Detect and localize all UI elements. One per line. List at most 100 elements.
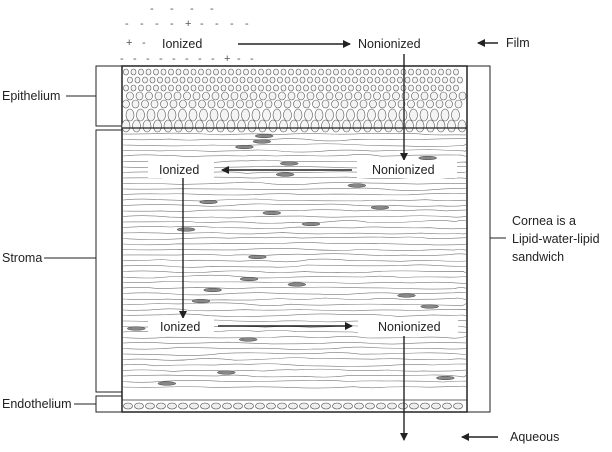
collagen-fiber <box>122 357 467 361</box>
epithelial-cell <box>314 108 324 122</box>
epithelial-cell <box>228 68 234 76</box>
negative-charge-icon: - <box>170 18 174 30</box>
collagen-fiber <box>122 313 467 317</box>
epithelial-cell <box>230 108 240 122</box>
label-ionized-bottom: Ionized <box>160 320 200 334</box>
stroma-fibers <box>122 132 467 389</box>
epithelial-cell <box>142 119 152 133</box>
epithelial-cell <box>344 76 351 84</box>
epithelial-cell <box>420 91 429 101</box>
collagen-fiber <box>122 236 467 240</box>
epithelial-cell <box>426 99 434 109</box>
negative-charge-icon: - <box>237 53 241 65</box>
label-nonionized-bottom: Nonionized <box>378 320 441 334</box>
epithelial-cell <box>287 91 296 101</box>
epithelial-cell <box>370 68 377 76</box>
endothelial-cell <box>420 402 430 410</box>
keratocyte <box>418 155 437 161</box>
epithelial-cell <box>445 84 452 92</box>
epithelial-cell <box>453 68 459 76</box>
keratocyte <box>157 381 177 386</box>
epithelial-cell <box>230 91 239 101</box>
epithelial-cell <box>283 99 292 109</box>
epithelial-cell <box>164 91 172 101</box>
epithelial-cell <box>157 108 166 122</box>
negative-charge-icon: - <box>198 53 202 65</box>
keratocyte <box>254 133 274 139</box>
epithelial-cell <box>250 68 257 76</box>
epithelial-cell <box>374 76 381 84</box>
epithelial-cell <box>216 119 225 133</box>
negative-charge-icon: - <box>125 18 129 30</box>
epithelial-cell <box>258 68 264 76</box>
endothelial-cell <box>244 402 254 410</box>
epithelial-cell <box>394 119 404 133</box>
epithelial-cell <box>273 84 279 92</box>
positive-charge-icon: + <box>126 37 132 49</box>
collagen-fiber <box>122 374 467 378</box>
endothelial-cell <box>134 402 144 410</box>
keratocyte <box>235 144 254 150</box>
epithelial-cell <box>378 68 384 76</box>
epithelial-cell <box>415 119 425 133</box>
negative-charge-icon: - <box>230 18 234 30</box>
endothelial-cell <box>376 402 386 410</box>
epithelial-cell <box>175 84 182 92</box>
epithelial-cell <box>370 84 377 92</box>
keratocyte <box>279 161 299 166</box>
keratocyte <box>203 287 222 293</box>
epithelial-cell <box>397 99 406 109</box>
endothelial-cell <box>332 402 342 410</box>
epithelial-cell <box>142 76 148 84</box>
collagen-fiber <box>122 363 467 367</box>
epithelial-cell <box>130 84 137 92</box>
epithelial-cell <box>226 119 236 133</box>
epithelial-cell <box>202 76 208 84</box>
epithelial-cell <box>154 91 163 101</box>
epithelial-cell <box>190 84 197 92</box>
collagen-fiber <box>122 253 467 256</box>
endothelium-cells <box>122 399 467 410</box>
epithelial-cell <box>337 76 343 84</box>
endothelial-cell <box>321 402 331 410</box>
label-cornea-line1: Cornea is a <box>512 214 576 228</box>
epithelial-cell <box>318 84 324 92</box>
epithelial-cell <box>415 68 422 76</box>
endothelial-cell <box>354 402 364 410</box>
epithelial-cell <box>409 108 418 122</box>
epithelial-cell <box>240 91 248 101</box>
epithelial-cell <box>272 108 282 122</box>
epithelial-cell <box>220 68 227 76</box>
epithelial-cell <box>284 76 291 84</box>
positive-charge-icon: + <box>185 18 191 30</box>
epithelial-cell <box>439 91 448 101</box>
epithelial-cell <box>259 91 267 101</box>
negative-charge-icon: - <box>185 53 189 65</box>
epithelial-cell <box>153 84 159 92</box>
epithelium-cells <box>121 68 467 133</box>
epithelial-cell <box>299 76 306 84</box>
epithelial-cell <box>283 108 292 122</box>
endothelial-cell <box>365 402 375 410</box>
epithelial-cell <box>138 84 144 92</box>
epithelial-cell <box>178 108 187 122</box>
epithelial-cell <box>205 119 215 133</box>
epithelial-cell <box>321 119 330 133</box>
epithelial-cell <box>255 99 263 109</box>
epithelial-cell <box>333 68 339 76</box>
keratocyte <box>397 293 416 298</box>
epithelial-cell <box>352 76 358 84</box>
epithelial-cell <box>168 68 174 76</box>
epithelial-cell <box>188 108 198 122</box>
epithelial-cell <box>307 76 313 84</box>
collagen-fiber <box>122 203 467 207</box>
epithelial-cell <box>359 99 368 109</box>
epithelial-cell <box>436 119 446 133</box>
epithelial-cell <box>268 91 277 101</box>
epithelial-cell <box>199 108 208 122</box>
collagen-fiber <box>122 280 467 285</box>
epithelial-cell <box>363 68 369 76</box>
collagen-fiber <box>122 286 467 290</box>
epithelial-cell <box>340 99 349 109</box>
